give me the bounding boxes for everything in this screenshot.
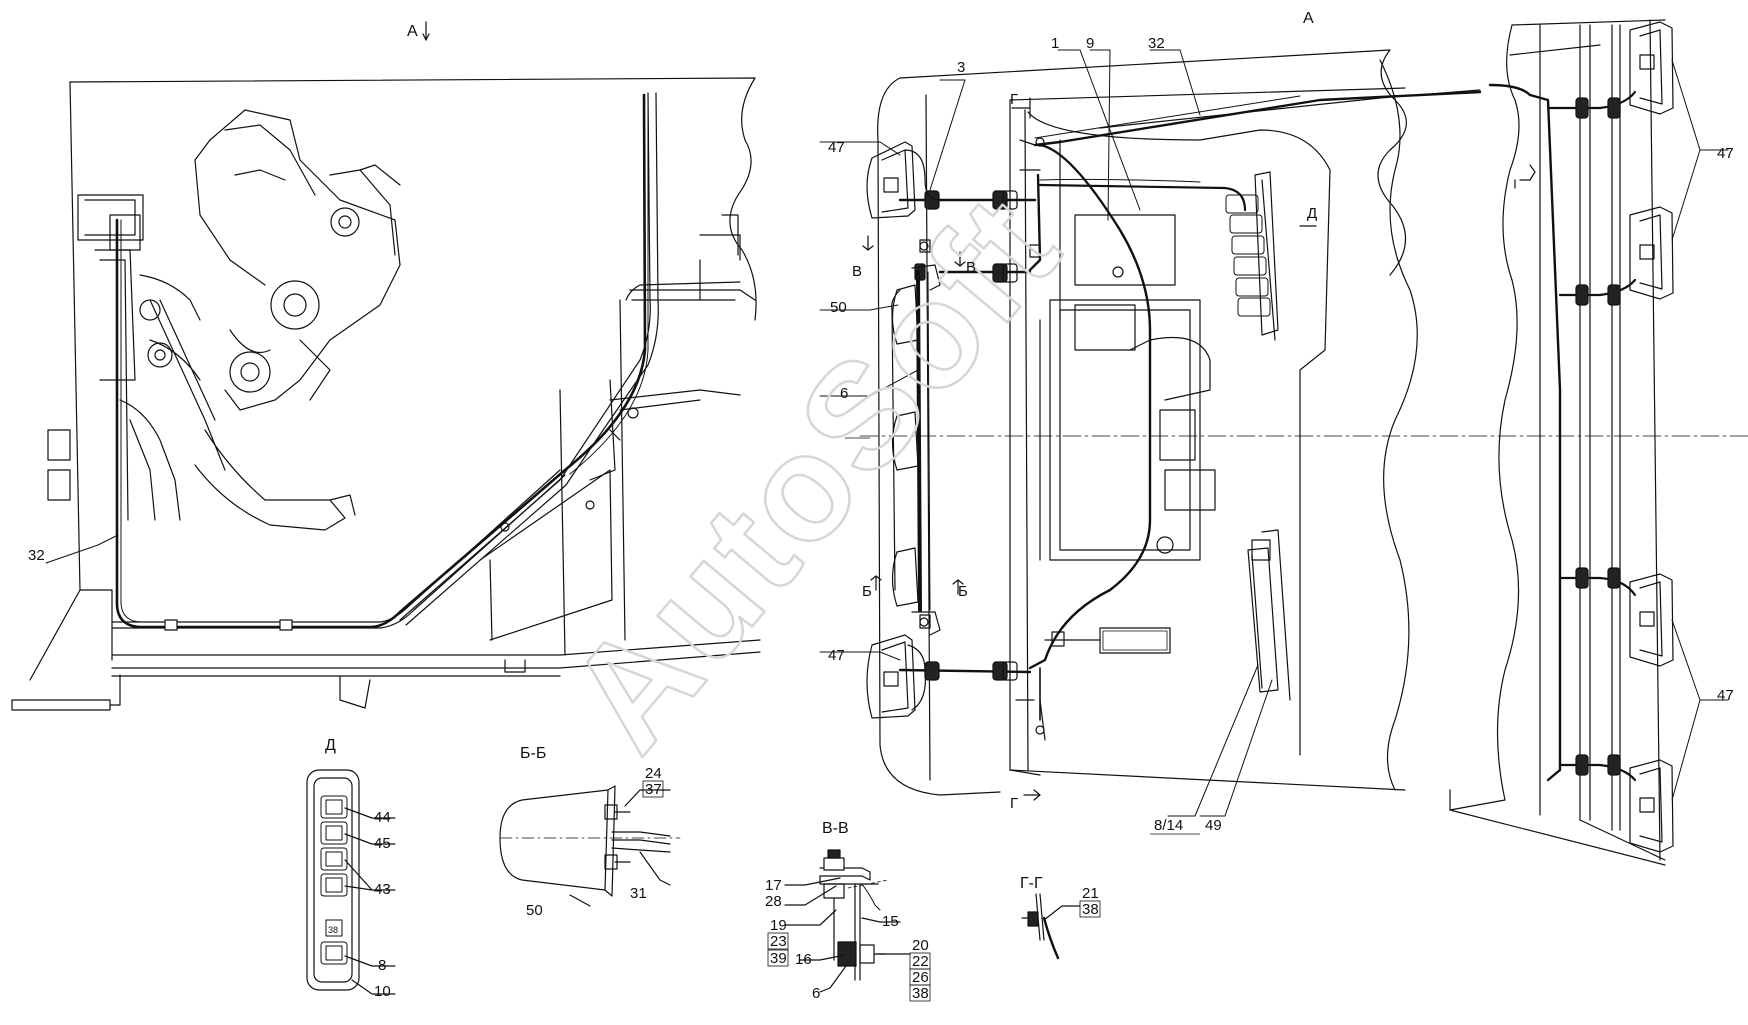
lamp-47-right-3 bbox=[1629, 573, 1674, 667]
callout-28: 28 bbox=[765, 893, 782, 910]
watermark-text: AutoSoft bbox=[536, 163, 1092, 780]
callout-3: 3 bbox=[957, 59, 965, 76]
callout-23: 23 bbox=[770, 933, 787, 950]
cut-mark-g-bottom: Г bbox=[1010, 795, 1018, 812]
section-gg-title: Г-Г bbox=[1020, 875, 1043, 892]
section-bb-lamp bbox=[499, 785, 681, 907]
cut-mark-v-right: В bbox=[966, 259, 976, 276]
detail-d-switch-panel bbox=[306, 769, 396, 995]
callout-15: 15 bbox=[882, 913, 899, 930]
callout-1: 1 bbox=[1051, 35, 1059, 52]
callout-17: 17 bbox=[765, 877, 782, 894]
callout-19: 19 bbox=[770, 917, 787, 934]
callout-39: 39 bbox=[770, 950, 787, 967]
labels: А А 32 1 9 32 3 47 47 50 6 47 47 8/14 49… bbox=[28, 10, 1734, 1002]
side-wall-view bbox=[1449, 19, 1674, 866]
lamp-47-top-left bbox=[866, 141, 941, 219]
cut-mark-g-top: Г bbox=[1010, 91, 1018, 108]
cut-mark-v-left: В bbox=[852, 263, 862, 280]
callout-8: 8 bbox=[378, 957, 386, 974]
section-bb-title: Б-Б bbox=[520, 745, 546, 762]
callout-49: 49 bbox=[1205, 817, 1222, 834]
view-a-label-left: А bbox=[407, 23, 418, 40]
cut-mark-b-right: Б bbox=[958, 583, 968, 600]
callout-8-14: 8/14 bbox=[1154, 817, 1183, 834]
callout-47-right-top: 47 bbox=[1717, 145, 1734, 162]
callout-37: 37 bbox=[645, 781, 662, 798]
callout-47-bottom-left: 47 bbox=[828, 647, 845, 664]
section-gg-clip bbox=[1021, 893, 1081, 960]
callout-26: 26 bbox=[912, 969, 929, 986]
callout-38-vv: 38 bbox=[912, 985, 929, 1002]
section-vv-title: В-В bbox=[822, 820, 849, 837]
callout-21: 21 bbox=[1082, 885, 1099, 902]
lamp-47-right-2 bbox=[1629, 206, 1674, 300]
callout-31: 31 bbox=[630, 885, 647, 902]
switch-label-38: 38 bbox=[328, 925, 338, 935]
callout-43: 43 bbox=[374, 881, 391, 898]
callout-50-section: 50 bbox=[526, 902, 543, 919]
callout-6: 6 bbox=[840, 385, 848, 402]
lamp-bar-6 bbox=[891, 239, 941, 636]
cut-mark-b-left: Б bbox=[862, 583, 872, 600]
callout-20: 20 bbox=[912, 937, 929, 954]
callout-6-section: 6 bbox=[812, 985, 820, 1002]
callout-16: 16 bbox=[795, 951, 812, 968]
callout-38-gg: 38 bbox=[1082, 901, 1099, 918]
left-view-cab-interior bbox=[11, 21, 761, 711]
callout-47-top-left: 47 bbox=[828, 139, 845, 156]
callout-22: 22 bbox=[912, 953, 929, 970]
lamp-47-right-4 bbox=[1629, 759, 1674, 853]
view-a-label-right: А bbox=[1303, 10, 1314, 27]
callout-45: 45 bbox=[374, 835, 391, 852]
callout-47-right-bottom: 47 bbox=[1717, 687, 1734, 704]
callout-50: 50 bbox=[830, 299, 847, 316]
lamp-47-right-1 bbox=[1629, 21, 1674, 115]
right-view-roof-panel bbox=[844, 49, 1748, 801]
detail-d-title: Д bbox=[325, 737, 336, 754]
callout-32-left: 32 bbox=[28, 547, 45, 564]
callout-32-right: 32 bbox=[1148, 35, 1165, 52]
cut-mark-d: Д bbox=[1307, 205, 1317, 222]
callout-leaders bbox=[45, 49, 1729, 817]
section-vv-fastener bbox=[784, 849, 911, 993]
callout-24: 24 bbox=[645, 765, 662, 782]
callout-10: 10 bbox=[374, 983, 391, 1000]
callout-44: 44 bbox=[374, 809, 391, 826]
callout-frames bbox=[642, 780, 1200, 1002]
callout-9: 9 bbox=[1086, 35, 1094, 52]
lamp-47-bottom-left bbox=[866, 634, 927, 719]
